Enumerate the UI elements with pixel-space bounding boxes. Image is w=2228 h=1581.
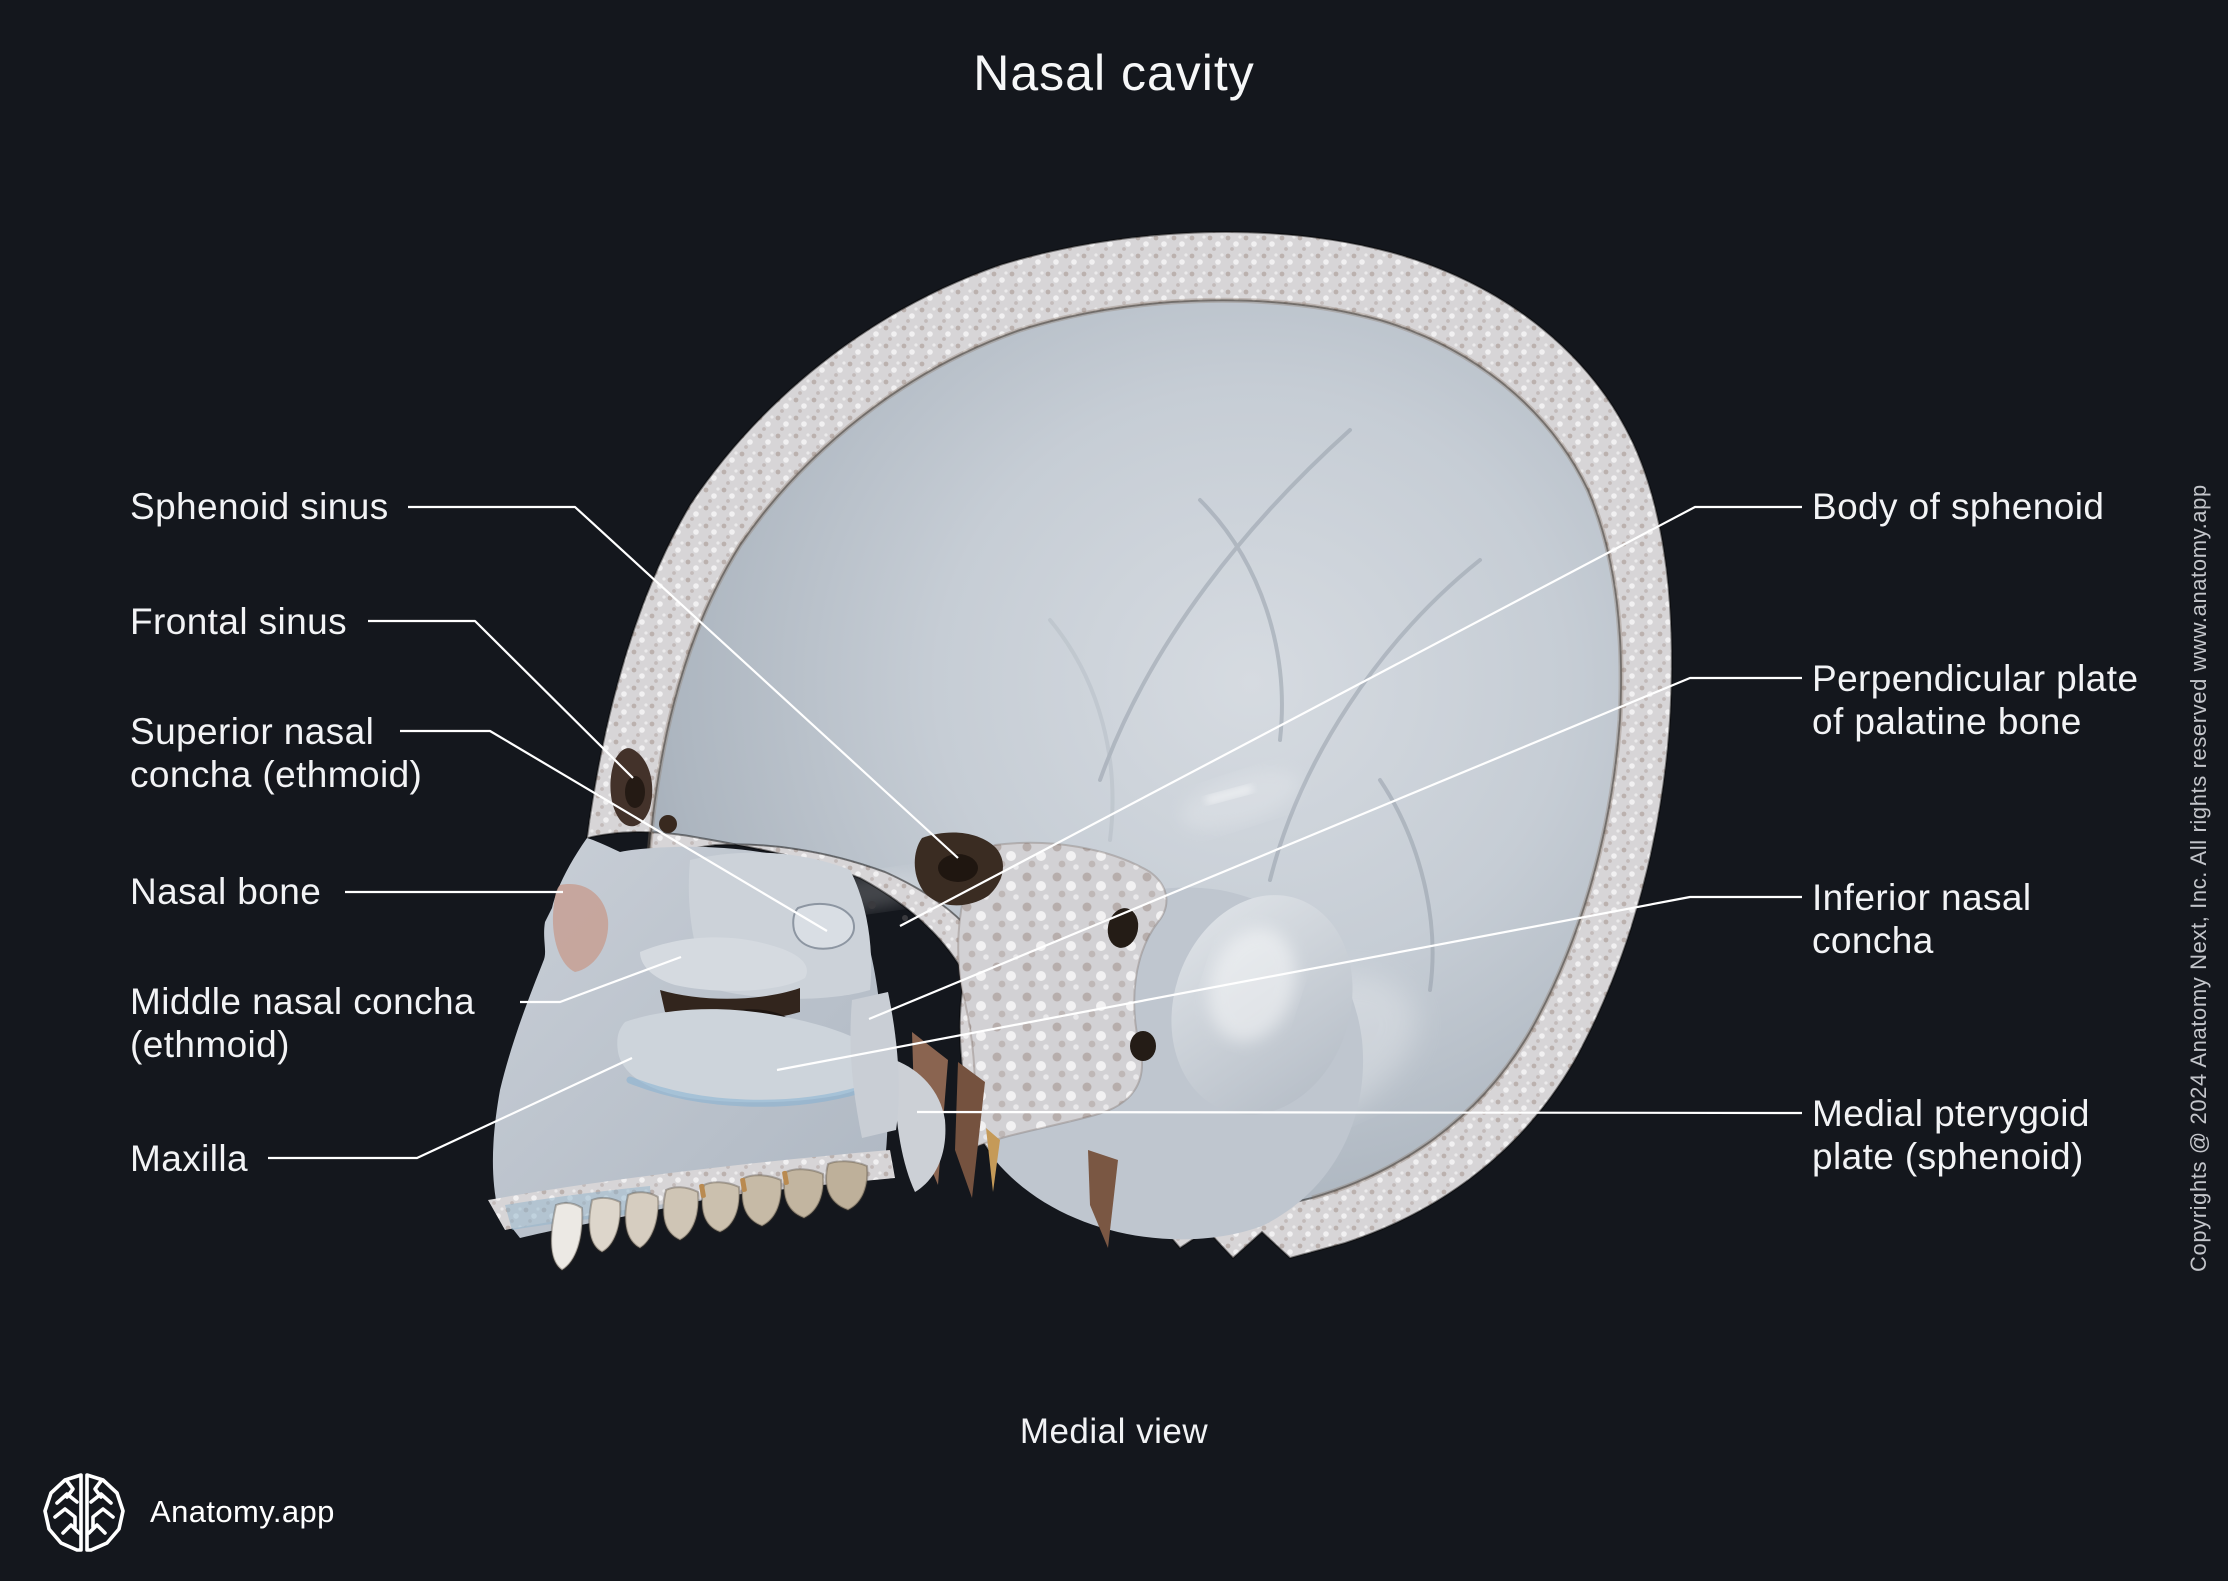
tooth bbox=[741, 1174, 783, 1228]
cranial-vault-cut-band bbox=[585, 231, 1673, 1260]
brand-logo: Anatomy.app bbox=[38, 1466, 335, 1558]
leader-sphenoid-sinus bbox=[408, 505, 959, 859]
frontal-sinus-second-cell bbox=[659, 815, 677, 833]
leader-lines bbox=[268, 505, 1803, 1160]
copyright-text: Copyrights @ 2024 Anatomy Next, Inc. All… bbox=[2186, 484, 2211, 1272]
facial-complex bbox=[488, 748, 1003, 1272]
tooth bbox=[701, 1181, 741, 1234]
interior-vascular-grooves bbox=[1048, 428, 1482, 992]
styloid-spike bbox=[1088, 1150, 1118, 1248]
view-caption: Medial view bbox=[1019, 1412, 1209, 1451]
brand-name: Anatomy.app bbox=[150, 1494, 335, 1529]
leader-perpendicular-plate bbox=[868, 676, 1802, 1021]
leader-frontal-sinus bbox=[368, 619, 634, 779]
amber-sliver bbox=[986, 1128, 1000, 1192]
label-nasal-bone: Nasal bone bbox=[130, 871, 322, 912]
sphenoid-sinus-deep bbox=[938, 854, 978, 882]
leader-medial-pterygoid-plate bbox=[916, 1110, 1803, 1115]
label-sphenoid-sinus: Sphenoid sinus bbox=[130, 486, 389, 527]
label-frontal-sinus: Frontal sinus bbox=[130, 601, 348, 642]
naso-orbital-patch bbox=[552, 884, 609, 972]
label-middle-nasal-concha: Middle nasal concha (ethmoid) bbox=[130, 981, 475, 1065]
jugular-foramen-opening bbox=[1130, 1031, 1156, 1061]
leader-superior-nasal-concha bbox=[400, 729, 828, 932]
label-body-of-sphenoid: Body of sphenoid bbox=[1812, 486, 2105, 527]
label-medial-pterygoid-plate: Medial pterygoid plate (sphenoid) bbox=[1812, 1093, 2090, 1177]
condyle-highlight bbox=[1208, 928, 1296, 1042]
leader-body-of-sphenoid bbox=[899, 505, 1802, 927]
tooth-incisor bbox=[550, 1202, 584, 1272]
tooth bbox=[624, 1191, 660, 1250]
inferior-nasal-concha-shape bbox=[617, 1009, 881, 1103]
tooth bbox=[783, 1168, 825, 1220]
frontal-sinus-deep bbox=[625, 776, 645, 808]
medial-pterygoid-plate-shape bbox=[894, 1060, 946, 1192]
brain-left-half bbox=[43, 1473, 83, 1552]
label-superior-nasal-concha: Superior nasal concha (ethmoid) bbox=[130, 711, 423, 795]
middle-nasal-concha-shape bbox=[640, 937, 807, 991]
inferior-concha-blue-tint bbox=[626, 1076, 864, 1107]
leader-maxilla bbox=[268, 1057, 633, 1160]
label-inferior-nasal-concha: Inferior nasal concha bbox=[1812, 877, 2032, 961]
pterygoid-spike-2 bbox=[955, 1062, 985, 1198]
leader-inferior-nasal-concha bbox=[776, 895, 1802, 1072]
upper-teeth-row bbox=[550, 1160, 869, 1272]
leader-middle-nasal-concha bbox=[520, 955, 682, 1004]
brain-right-half bbox=[85, 1473, 125, 1552]
label-perpendicular-plate-palatine: Perpendicular plate of palatine bone bbox=[1812, 658, 2139, 742]
label-maxilla: Maxilla bbox=[130, 1138, 248, 1179]
tooth bbox=[588, 1196, 622, 1254]
tooth-gap-glints bbox=[699, 1170, 789, 1198]
tooth bbox=[825, 1160, 869, 1212]
carotid-canal-opening bbox=[1107, 908, 1139, 948]
inner-table-rim bbox=[645, 297, 1624, 1201]
palatine-perpendicular-plate-shape bbox=[850, 992, 899, 1138]
brain-logo-icon bbox=[43, 1473, 125, 1552]
tooth bbox=[662, 1186, 700, 1242]
superior-nasal-concha-shape bbox=[792, 902, 855, 950]
page-title: Nasal cavity bbox=[973, 45, 1255, 101]
